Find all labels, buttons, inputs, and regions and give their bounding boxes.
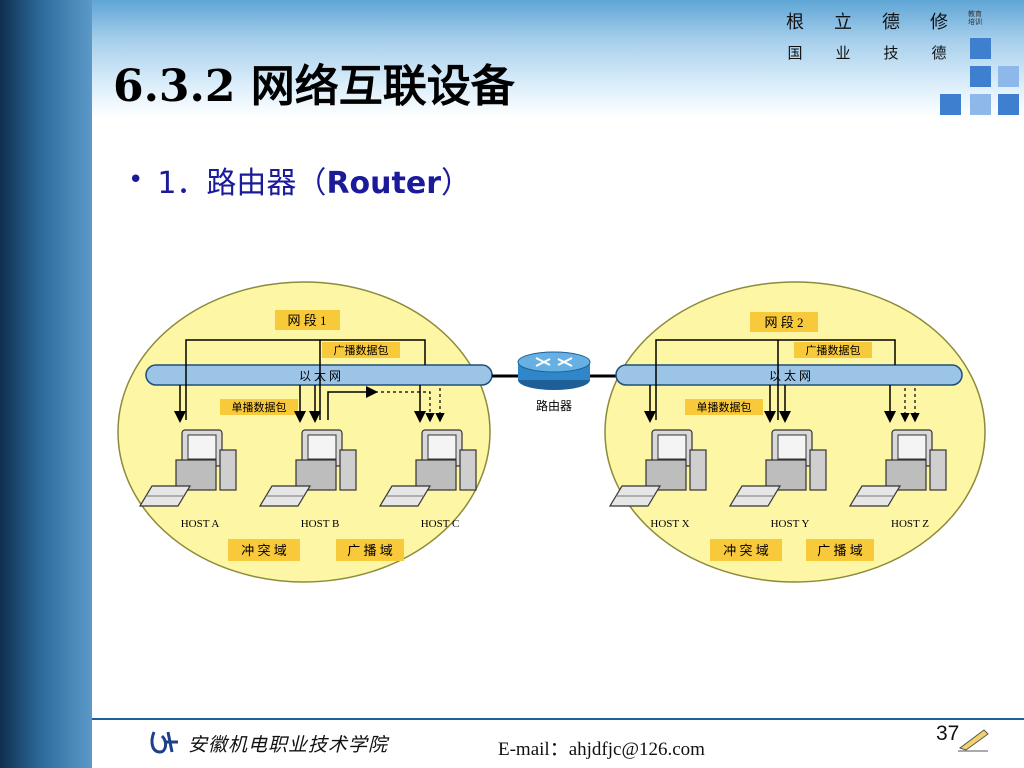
heading-prefix: 1．路由器（ (157, 166, 327, 201)
collision-domain-label: 冲 突 域 (241, 543, 287, 558)
decor-square (970, 38, 991, 59)
motto-char: 德 (882, 12, 900, 33)
motto-char: 技 (883, 44, 899, 62)
host-label: HOST A (181, 518, 220, 530)
host-label: HOST Y (771, 518, 810, 530)
segment-1: 网 段 1 广播数据包 以 太 网 单播数据包 HOST A HOST B HO… (117, 281, 493, 583)
broadcast-packet-box (794, 342, 872, 358)
motto-char: 德 (931, 44, 947, 62)
host-label: HOST B (301, 518, 340, 530)
unicast-packet-box (220, 399, 298, 415)
collision-domain-box (228, 539, 300, 561)
motto-char: 立 (834, 12, 852, 33)
footer-divider (92, 718, 1024, 720)
router: 路由器 (492, 351, 616, 413)
broadcast-domain-label: 广 播 域 (347, 543, 393, 558)
router-icon (517, 351, 591, 373)
motto-row-2: 国 业 技 德 (782, 42, 982, 63)
motto-char: 根 (786, 12, 804, 33)
motto-row-1: 根 立 德 修 (782, 8, 982, 34)
bullet-heading: • 1．路由器（Router） (128, 158, 471, 202)
collision-domain-label: 冲 突 域 (723, 543, 769, 558)
segment-label-box (750, 312, 818, 332)
decor-square (940, 94, 961, 115)
segment-2: 网 段 2 广播数据包 以 太 网 单播数据包 HOST X HOST Y HO… (604, 281, 986, 583)
slide-title: 6.3.2 网络互联设备 (113, 61, 515, 112)
institute-name: 安徽机电职业技术学院 (188, 734, 389, 756)
seal-text: 教育培训 (968, 10, 982, 26)
broadcast-packet-label: 广播数据包 (334, 343, 389, 357)
heading-suffix: ） (441, 166, 471, 201)
motto-char: 修 (930, 12, 948, 33)
broadcast-packet-box (322, 342, 400, 358)
ethernet-label: 以 太 网 (769, 368, 811, 383)
broadcast-domain-box (336, 539, 404, 561)
unicast-packet-label: 单播数据包 (697, 400, 752, 414)
left-decor-bar (0, 0, 92, 768)
host-label: HOST X (650, 518, 689, 530)
broadcast-packet-label: 广播数据包 (806, 343, 861, 357)
contact-email: E-mail：ahjdfjc@126.com (498, 739, 705, 760)
segment-label-box (275, 310, 340, 330)
host-label: HOST Z (891, 518, 929, 530)
collision-domain-box (710, 539, 782, 561)
school-motto: 根 立 德 修 国 业 技 德 (782, 8, 982, 63)
segment-label: 网 段 1 (287, 313, 326, 328)
motto-char: 国 (787, 44, 803, 62)
heading-text: 1．路由器（Router） (157, 158, 471, 202)
unicast-packet-label: 单播数据包 (232, 400, 287, 414)
bullet-icon: • (128, 165, 144, 195)
segment-label: 网 段 2 (764, 315, 803, 330)
router-label: 路由器 (536, 398, 572, 413)
decor-square (970, 94, 991, 115)
motto-char: 业 (835, 44, 851, 62)
header-banner (92, 0, 1024, 118)
decor-square (998, 66, 1019, 87)
heading-bold: Router (326, 166, 441, 201)
decor-square (998, 94, 1019, 115)
institute-logo-icon (150, 731, 178, 754)
host-label: HOST C (421, 518, 460, 530)
broadcast-domain-label: 广 播 域 (817, 543, 863, 558)
ethernet-cable (615, 364, 963, 386)
decor-square (970, 66, 991, 87)
pencil-icon (958, 729, 989, 752)
page-number: 37 (936, 722, 960, 745)
router-network-diagram: 网 段 1 广播数据包 以 太 网 单播数据包 HOST A HOST B HO… (117, 281, 986, 583)
unicast-packet-box (685, 399, 763, 415)
broadcast-domain-box (806, 539, 874, 561)
